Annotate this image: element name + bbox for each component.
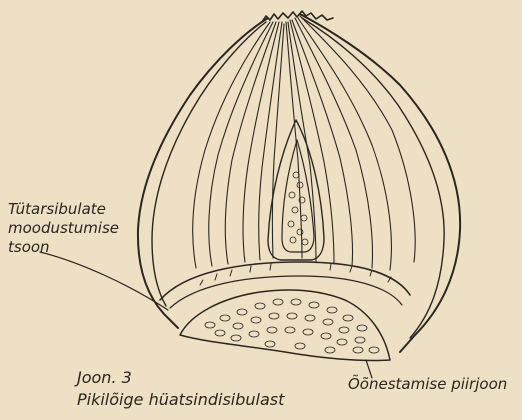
scales-right — [286, 16, 415, 270]
leader-line-zone — [40, 252, 168, 310]
scales-left — [193, 22, 284, 268]
boundary-label: Õõnestamise piirjoon — [348, 377, 507, 392]
bulb-neck — [262, 11, 333, 22]
figure-title: Pikilõige hüatsindisibulast — [77, 392, 284, 408]
zone-label-line-1: Tütarsibulate — [8, 202, 106, 217]
outer-scale-inner-right — [302, 18, 444, 338]
zone-label-line-3: tsoon — [8, 240, 50, 255]
figure-number: Joon. 3 — [77, 370, 132, 386]
central-bud-cells — [288, 172, 308, 245]
outer-scale-inner-left — [152, 22, 266, 306]
zone-label-line-2: moodustumise — [8, 221, 119, 236]
outer-scale — [138, 18, 268, 328]
basal-plate-second — [170, 276, 402, 308]
